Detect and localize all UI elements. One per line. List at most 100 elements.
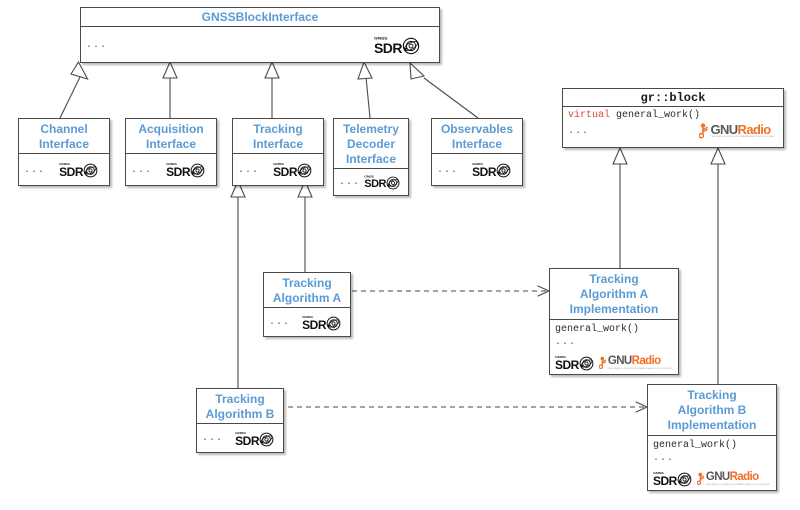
gnss-globe-icon bbox=[326, 316, 341, 330]
gnss-globe-icon bbox=[386, 176, 400, 190]
code-line-general-work: virtual general_work() bbox=[568, 109, 778, 122]
gnss-globe-icon bbox=[259, 432, 274, 446]
gnss-sdr-logo: GNSS SDR bbox=[653, 471, 692, 487]
title-line: Channel bbox=[40, 122, 88, 136]
gnss-sdr-logo: GNSS SDR bbox=[235, 431, 274, 447]
arrowhead-generalization bbox=[264, 60, 280, 79]
gnss-sdr-logo-main: SDR bbox=[364, 177, 386, 190]
gnuradio-logo-tagline: THE FREE & OPEN SOFTWARE RADIO ECOSYSTEM bbox=[710, 135, 774, 138]
class-box-tracking-interface[interactable]: Tracking Interface ... GNSS SDR bbox=[232, 118, 324, 186]
class-body-tracking-interface: ... GNSS SDR bbox=[233, 154, 323, 186]
gnss-sdr-logo-main: SDR bbox=[555, 358, 579, 372]
class-body-observables-interface: ... GNSS SDR bbox=[432, 154, 522, 186]
gnss-sdr-logo: GNSS SDR bbox=[302, 315, 341, 331]
class-title-tracking-algorithm-a-impl: Tracking Algorithm A Implementation bbox=[550, 269, 678, 320]
body-ellipsis: ... bbox=[568, 125, 590, 137]
class-title-telemetry-decoder-interface: Telemetry Decoder Interface bbox=[334, 119, 408, 169]
gnss-sdr-logo-top: GNSS bbox=[59, 162, 70, 166]
title-line: Interface bbox=[252, 137, 304, 151]
arrowhead-generalization bbox=[70, 60, 89, 80]
gnss-sdr-logo: GNSS SDR bbox=[374, 36, 420, 55]
title-line: Interface bbox=[345, 152, 397, 166]
gnuradio-logo-radio: Radio bbox=[631, 355, 662, 368]
class-title-acquisition-interface: Acquisition Interface bbox=[126, 119, 216, 154]
class-body-tracking-algorithm-b-impl: general_work() ... GNSS SDR bbox=[648, 436, 776, 491]
code-signature-general-work: general_work() bbox=[653, 440, 738, 451]
gnuradio-mark-icon bbox=[699, 123, 709, 139]
gnss-sdr-logo-top: GNSS bbox=[472, 162, 483, 166]
gnss-globe-icon bbox=[496, 163, 511, 178]
class-body-gnss-block-interface: ... GNSS SDR bbox=[81, 27, 439, 63]
class-title-gr-block: gr::block bbox=[563, 89, 783, 107]
gnss-sdr-logo: GNSS SDR bbox=[555, 355, 594, 371]
title-line: Algorithm B bbox=[677, 403, 747, 417]
body-ellipsis: ... bbox=[555, 337, 577, 348]
class-body-tracking-algorithm-b: ... GNSS SDR bbox=[197, 424, 283, 453]
class-body-gr-block: virtual general_work() ... GNURadio bbox=[563, 107, 783, 148]
class-body-tracking-algorithm-a: ... GNSS SDR bbox=[264, 308, 350, 337]
class-title-tracking-interface: Tracking Interface bbox=[233, 119, 323, 154]
gnss-sdr-logo: GNSS SDR bbox=[166, 162, 205, 178]
class-body-channel-interface: ... GNSS SDR bbox=[19, 154, 109, 186]
gnss-sdr-logo-main: SDR bbox=[235, 433, 259, 448]
class-box-telemetry-decoder-interface[interactable]: Telemetry Decoder Interface ... GNSS SDR bbox=[333, 118, 409, 196]
gnss-sdr-logo-top: GNSS bbox=[235, 430, 246, 435]
gnuradio-logo: GNURadio THE FREE & OPEN SOFTWARE RADIO … bbox=[598, 355, 672, 370]
class-box-tracking-algorithm-a-impl[interactable]: Tracking Algorithm A Implementation gene… bbox=[549, 268, 679, 375]
title-line: Tracking bbox=[687, 388, 737, 402]
gnss-sdr-logo: GNSS SDR bbox=[364, 175, 400, 190]
gnss-sdr-logo-main: SDR bbox=[472, 165, 496, 179]
class-box-channel-interface[interactable]: Channel Interface ... GNSS SDR bbox=[18, 118, 110, 186]
gnuradio-mark-icon bbox=[598, 356, 607, 370]
code-signature-general-work: general_work() bbox=[555, 324, 640, 335]
body-ellipsis: ... bbox=[437, 164, 459, 176]
gnss-sdr-logo-top: GNSS bbox=[373, 35, 388, 41]
title-line: Tracking bbox=[589, 272, 639, 286]
title-line: Decoder bbox=[346, 137, 396, 151]
gnss-sdr-logo-top: GNSS bbox=[653, 471, 664, 475]
class-box-tracking-algorithm-b-impl[interactable]: Tracking Algorithm B Implementation gene… bbox=[647, 384, 777, 491]
gnss-sdr-logo-top: GNSS bbox=[302, 314, 313, 319]
gnuradio-logo-gnu: GNU bbox=[710, 122, 738, 138]
class-box-tracking-algorithm-a[interactable]: Tracking Algorithm A ... GNSS SDR bbox=[263, 272, 351, 337]
arrowhead-generalization bbox=[357, 60, 373, 80]
gnss-globe-icon bbox=[579, 356, 594, 371]
class-box-acquisition-interface[interactable]: Acquisition Interface ... GNSS SDR bbox=[125, 118, 217, 186]
body-ellipsis: ... bbox=[24, 164, 46, 176]
title-line: Algorithm B bbox=[205, 407, 275, 421]
edge-observables-to-gnssblockinterface bbox=[423, 77, 479, 119]
gnss-sdr-logo: GNSS SDR bbox=[59, 162, 98, 178]
class-body-acquisition-interface: ... GNSS SDR bbox=[126, 154, 216, 186]
gnss-globe-icon bbox=[402, 37, 420, 54]
class-box-observables-interface[interactable]: Observables Interface ... GNSS SDR bbox=[431, 118, 523, 186]
title-line: Observables bbox=[440, 122, 514, 136]
gnss-globe-icon bbox=[83, 163, 98, 178]
gnss-sdr-logo-main: SDR bbox=[166, 165, 190, 179]
gnss-sdr-logo-main: SDR bbox=[302, 317, 326, 332]
gnuradio-logo: GNURadio THE FREE & OPEN SOFTWARE RADIO … bbox=[696, 471, 770, 486]
title-line: Interface bbox=[145, 137, 197, 151]
title-line: Interface bbox=[38, 137, 90, 151]
arrowhead-generalization bbox=[612, 146, 628, 165]
gnss-sdr-logo: GNSS SDR bbox=[472, 162, 511, 178]
class-box-tracking-algorithm-b[interactable]: Tracking Algorithm B ... GNSS SDR bbox=[196, 388, 284, 453]
class-body-telemetry-decoder-interface: ... GNSS SDR bbox=[334, 169, 408, 196]
title-line: Tracking bbox=[215, 392, 265, 406]
arrowhead-open bbox=[635, 401, 648, 413]
code-keyword-virtual: virtual bbox=[568, 110, 611, 121]
title-line: Implementation bbox=[667, 418, 757, 432]
gnss-sdr-logo-main: SDR bbox=[373, 39, 403, 56]
class-body-tracking-algorithm-a-impl: general_work() ... GNSS SDR bbox=[550, 320, 678, 375]
class-box-gnss-block-interface[interactable]: GNSSBlockInterface ... GNSS SDR bbox=[80, 7, 440, 63]
edge-telemetry-to-gnssblockinterface bbox=[365, 76, 371, 119]
class-box-gr-block[interactable]: gr::block virtual general_work() ... bbox=[562, 88, 784, 148]
gnuradio-logo-gnu: GNU bbox=[705, 471, 730, 484]
gnuradio-logo-tagline: THE FREE & OPEN SOFTWARE RADIO ECOSYSTEM bbox=[607, 366, 672, 370]
title-line: Tracking bbox=[282, 276, 332, 290]
gnss-sdr-logo: GNSS SDR bbox=[273, 162, 312, 178]
arrowhead-generalization bbox=[409, 61, 426, 80]
body-ellipsis: ... bbox=[238, 164, 260, 176]
gnss-sdr-logo-main: SDR bbox=[273, 165, 297, 179]
code-signature-general-work: general_work() bbox=[616, 110, 701, 121]
